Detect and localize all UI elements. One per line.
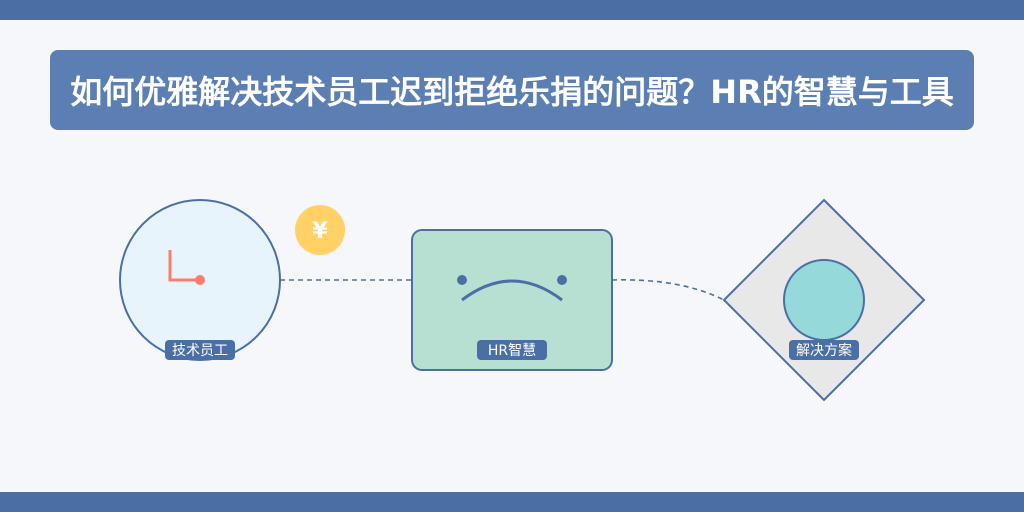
clock-hands [168,250,200,282]
yuan-coin-icon: ¥ [295,205,345,255]
page-title: 如何优雅解决技术员工迟到拒绝乐捐的问题？HR的智慧与工具 [70,73,954,111]
employee-node: 技术员工 [119,199,281,361]
right-eye [557,275,567,285]
employee-label: 技术员工 [172,343,228,359]
frown-face-icon [457,275,567,302]
hr-label: HR智慧 [488,343,536,359]
hr-label-bg [477,340,547,360]
solution-label-bg [789,340,859,360]
title-banner: 如何优雅解决技术员工迟到拒绝乐捐的问题？HR的智慧与工具 [50,50,974,130]
hr-node: HR智慧 [411,229,613,371]
hr-box [411,229,613,371]
coin-symbol: ¥ [312,219,328,244]
clock-icon [168,250,205,285]
bottom-bar [0,492,1024,512]
clock-center [195,275,205,285]
frown-mouth [461,279,563,302]
solution-node: 解决方案 [722,198,926,402]
solution-label: 解决方案 [796,342,852,359]
circle-in-diamond-icon [783,259,865,341]
employee-label-bg [165,340,235,360]
left-eye [457,275,467,285]
coin-circle [295,205,345,255]
connector-hr-solution [611,279,725,301]
top-bar [0,0,1024,20]
